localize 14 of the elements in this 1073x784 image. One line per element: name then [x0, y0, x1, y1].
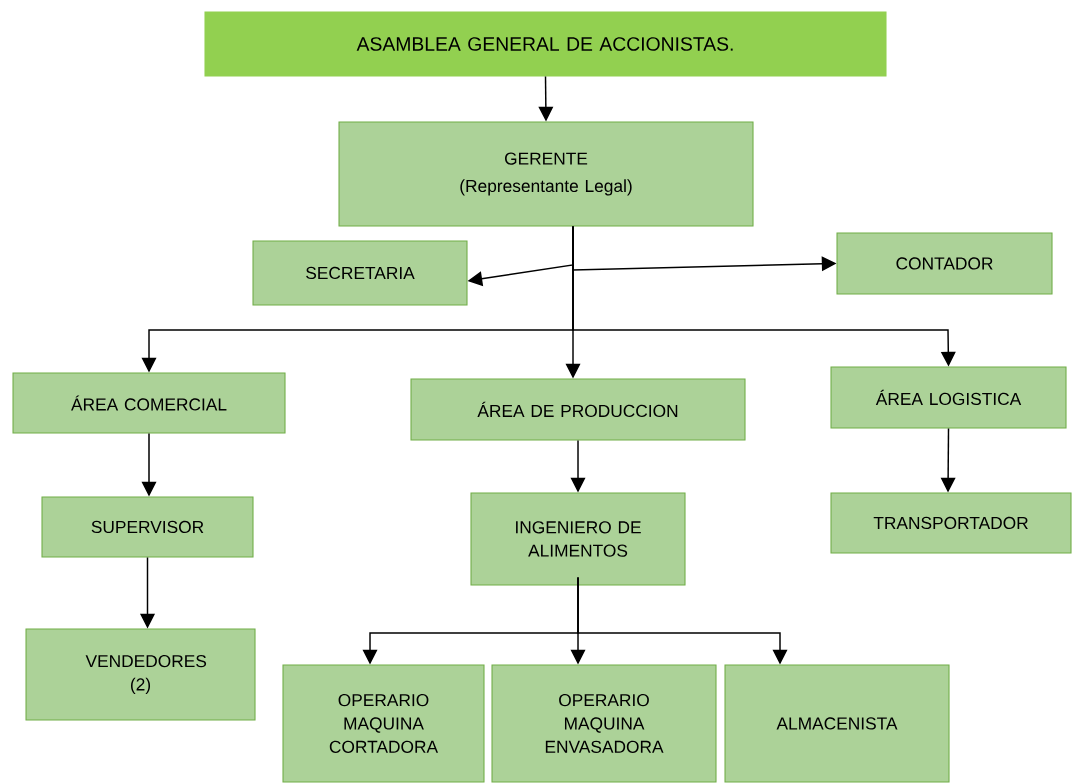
role-box: OPERARIO MAQUINA ENVASADORA	[491, 664, 717, 783]
role-box: ALMACENISTA	[724, 664, 950, 783]
role-box: VENDEDORES (2)	[25, 628, 256, 721]
role-box: GERENTE (Representante Legal)	[338, 121, 754, 227]
role-box: CONTADOR	[836, 232, 1053, 295]
role-box: ÁREA LOGISTICA	[830, 366, 1067, 429]
role-box: TRANSPORTADOR	[830, 492, 1072, 554]
role-box: SUPERVISOR	[41, 496, 254, 558]
role-box: OPERARIO MAQUINA CORTADORA	[282, 664, 485, 783]
role-box: ÁREA DE PRODUCCION	[410, 378, 746, 441]
role-box: INGENIERO DE ALIMENTOS	[470, 492, 686, 586]
role-box: SECRETARIA	[252, 240, 468, 306]
role-box: ÁREA COMERCIAL	[12, 372, 286, 434]
title-box: ASAMBLEA GENERAL DE ACCIONISTAS.	[204, 11, 887, 77]
